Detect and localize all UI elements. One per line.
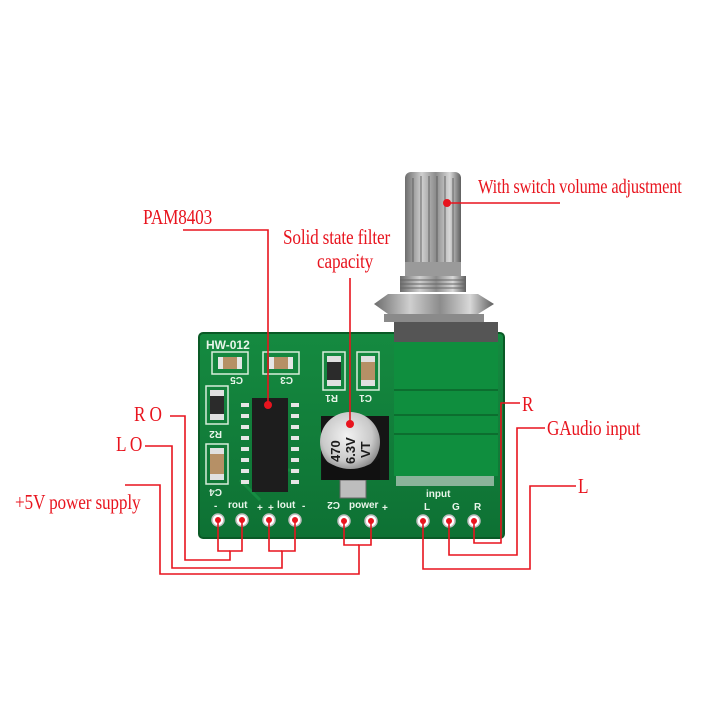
svg-text:R1: R1 [325, 392, 338, 403]
annotation-markers [264, 199, 451, 428]
svg-text:+: + [382, 503, 388, 514]
svg-text:R: R [474, 502, 482, 513]
svg-text:lout: lout [277, 500, 296, 511]
input-l-annotation: L [578, 474, 589, 498]
chip-annotation: PAM8403 [143, 205, 213, 229]
svg-text:input: input [426, 489, 451, 500]
pin-labels: - rout + + lout - power + input L G R [214, 489, 482, 514]
smd-components-top [205, 351, 380, 485]
filter-annotation-line2: capacity [317, 249, 374, 273]
filter-annotation-line1: Solid state filter [283, 225, 391, 249]
electrolytic-capacitor: 470 6.3V VT [320, 412, 389, 499]
svg-text:G: G [452, 502, 460, 513]
svg-text:-: - [302, 501, 305, 512]
svg-text:power: power [349, 500, 379, 511]
pam8403-chip [241, 398, 299, 492]
svg-text:C2: C2 [327, 499, 340, 510]
audio-input-annotation: GAudio input [547, 416, 641, 440]
svg-text:VT: VT [358, 441, 373, 458]
svg-text:470: 470 [328, 440, 343, 462]
right-output-annotation: R O [134, 402, 162, 426]
silkscreen-labels: C5 C3 R1 C1 R2 C4 C2 [209, 374, 372, 510]
svg-text:C5: C5 [230, 374, 243, 385]
svg-text:+: + [257, 503, 263, 514]
svg-text:C4: C4 [209, 486, 222, 497]
svg-text:L: L [424, 502, 430, 513]
annotation-leader-lines [125, 202, 576, 575]
svg-text:-: - [214, 501, 217, 512]
board-model-label: HW-012 [206, 338, 250, 352]
svg-text:C3: C3 [280, 374, 293, 385]
svg-text:R2: R2 [209, 428, 222, 439]
volume-potentiometer [374, 172, 498, 486]
input-r-annotation: R [522, 392, 534, 416]
volume-annotation: With switch volume adjustment [478, 176, 682, 198]
left-output-annotation: L O [116, 432, 143, 456]
svg-text:6.3V: 6.3V [343, 437, 358, 464]
svg-text:+: + [268, 503, 274, 514]
svg-text:C1: C1 [359, 392, 372, 403]
svg-text:rout: rout [228, 500, 248, 511]
power-supply-annotation: +5V power supply [15, 490, 141, 514]
